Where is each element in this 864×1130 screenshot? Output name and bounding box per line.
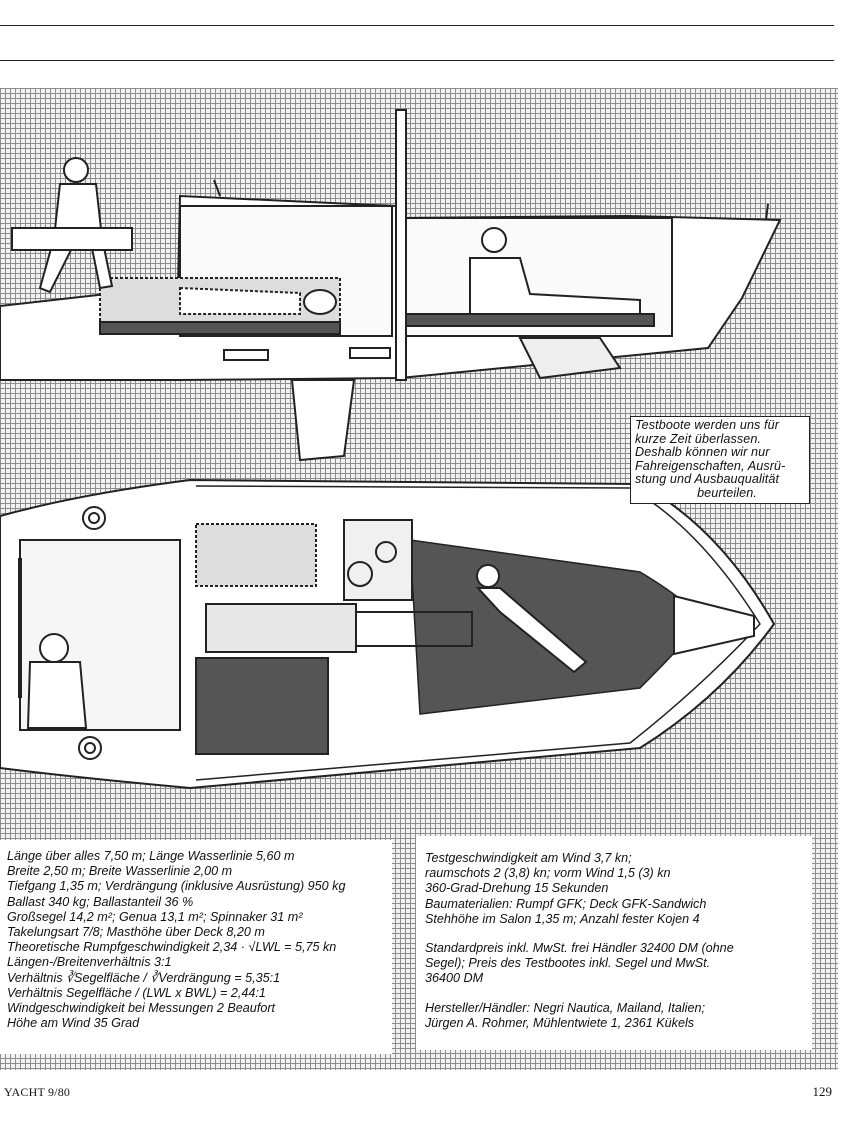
notice-line: kurze Zeit überlassen. <box>635 431 762 446</box>
price-line: 36400 DM <box>425 971 484 986</box>
notice-line: beurteilen. <box>697 485 757 500</box>
spec-line: raumschots 2 (3,8) kn; vorm Wind 1,5 (3)… <box>425 866 671 881</box>
technical-specs-left: Länge über alles 7,50 m; Länge Wasserlin… <box>0 840 392 1054</box>
notice-line: Deshalb können wir nur <box>635 445 770 460</box>
sleeping-person-icon <box>179 286 337 315</box>
keel-icon <box>290 379 356 462</box>
spec-line: Breite 2,50 m; Breite Wasserlinie 2,00 m <box>7 864 233 879</box>
spec-line: Höhe am Wind 35 Grad <box>7 1016 140 1031</box>
person-on-vberth-icon <box>475 564 588 674</box>
dealer-line: Jürgen A. Rohmer, Mühlentwiete 1, 2361 K… <box>425 1015 695 1030</box>
price-line: Segel); Preis des Testbootes inkl. Segel… <box>425 956 711 971</box>
spec-line: 360-Grad-Drehung 15 Sekunden <box>425 881 609 896</box>
notice-line: Testboote werden uns für <box>635 418 780 432</box>
boat-cutaway-illustration <box>0 109 782 790</box>
plan-view-drawing <box>0 478 776 790</box>
spec-line: Stehhöhe im Salon 1,35 m; Anzahl fester … <box>425 911 700 926</box>
page-number: 129 <box>812 1084 833 1099</box>
dealer-line: Hersteller/Händler: Negri Nautica, Maila… <box>425 1000 705 1015</box>
spec-line: Großsegel 14,2 m²; Genua 13,1 m²; Spinna… <box>7 909 303 924</box>
spec-line: Baumaterialien: Rumpf GFK; Deck GFK-Sand… <box>425 896 707 911</box>
spec-line: Theoretische Rumpfgeschwindigkeit 2,34 ·… <box>7 940 337 955</box>
notice-line: Fahreigenschaften, Ausrü- <box>635 458 786 473</box>
spec-line: Verhältnis Segelfläche / (LWL x BWL) = 2… <box>7 985 266 1000</box>
top-rule-2 <box>0 60 834 61</box>
side-profile-drawing <box>0 109 782 462</box>
price-line: Standardpreis inkl. MwSt. frei Händler 3… <box>425 941 734 956</box>
seated-person-icon <box>11 157 133 294</box>
spec-line: Tiefgang 1,35 m; Verdrängung (inklusive … <box>7 879 346 894</box>
spec-line: Ballast 340 kg; Ballastanteil 36 % <box>7 894 194 909</box>
spec-line: Windgeschwindigkeit bei Messungen 2 Beau… <box>7 1001 276 1016</box>
spec-line: Längen-/Breitenverhältnis 3:1 <box>7 955 172 970</box>
spec-line: Länge über alles 7,50 m; Länge Wasserlin… <box>7 849 295 863</box>
test-notice-box: Testboote werden uns für kurze Zeit über… <box>630 416 810 504</box>
magazine-issue: YACHT 9/80 <box>4 1085 71 1099</box>
spec-line: Takelungsart 7/8; Masthöhe über Deck 8,2… <box>7 925 265 940</box>
hull-plan-icon <box>0 478 776 790</box>
notice-line: stung und Ausbauqualität <box>635 472 780 487</box>
technical-specs-right: Testgeschwindigkeit am Wind 3,7 kn; raum… <box>416 836 812 1050</box>
spec-line: Verhältnis ∛Segelfläche / ∛Verdrängung =… <box>7 970 281 985</box>
lying-person-plan-icon <box>26 633 88 729</box>
spec-line: Testgeschwindigkeit am Wind 3,7 kn; <box>425 851 632 865</box>
top-rule-1 <box>0 25 834 26</box>
reclining-person-icon <box>469 227 641 315</box>
